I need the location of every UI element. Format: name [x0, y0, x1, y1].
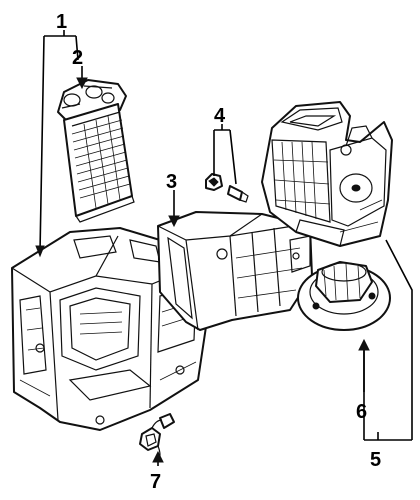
blower-motor	[297, 261, 391, 331]
callout-2: 2	[72, 47, 83, 69]
clip-and-screw	[205, 173, 249, 203]
callout-4: 4	[214, 105, 226, 127]
heater-core	[57, 79, 135, 223]
leader-lines	[35, 30, 413, 466]
sensor-connector	[139, 413, 175, 463]
callout-5: 5	[370, 449, 381, 471]
blower-case-assembly	[261, 101, 393, 247]
callout-6: 6	[356, 401, 367, 423]
callout-1: 1	[56, 11, 67, 33]
callout-7: 7	[150, 471, 161, 493]
callout-3: 3	[166, 171, 177, 193]
evaporator-case	[157, 211, 313, 331]
